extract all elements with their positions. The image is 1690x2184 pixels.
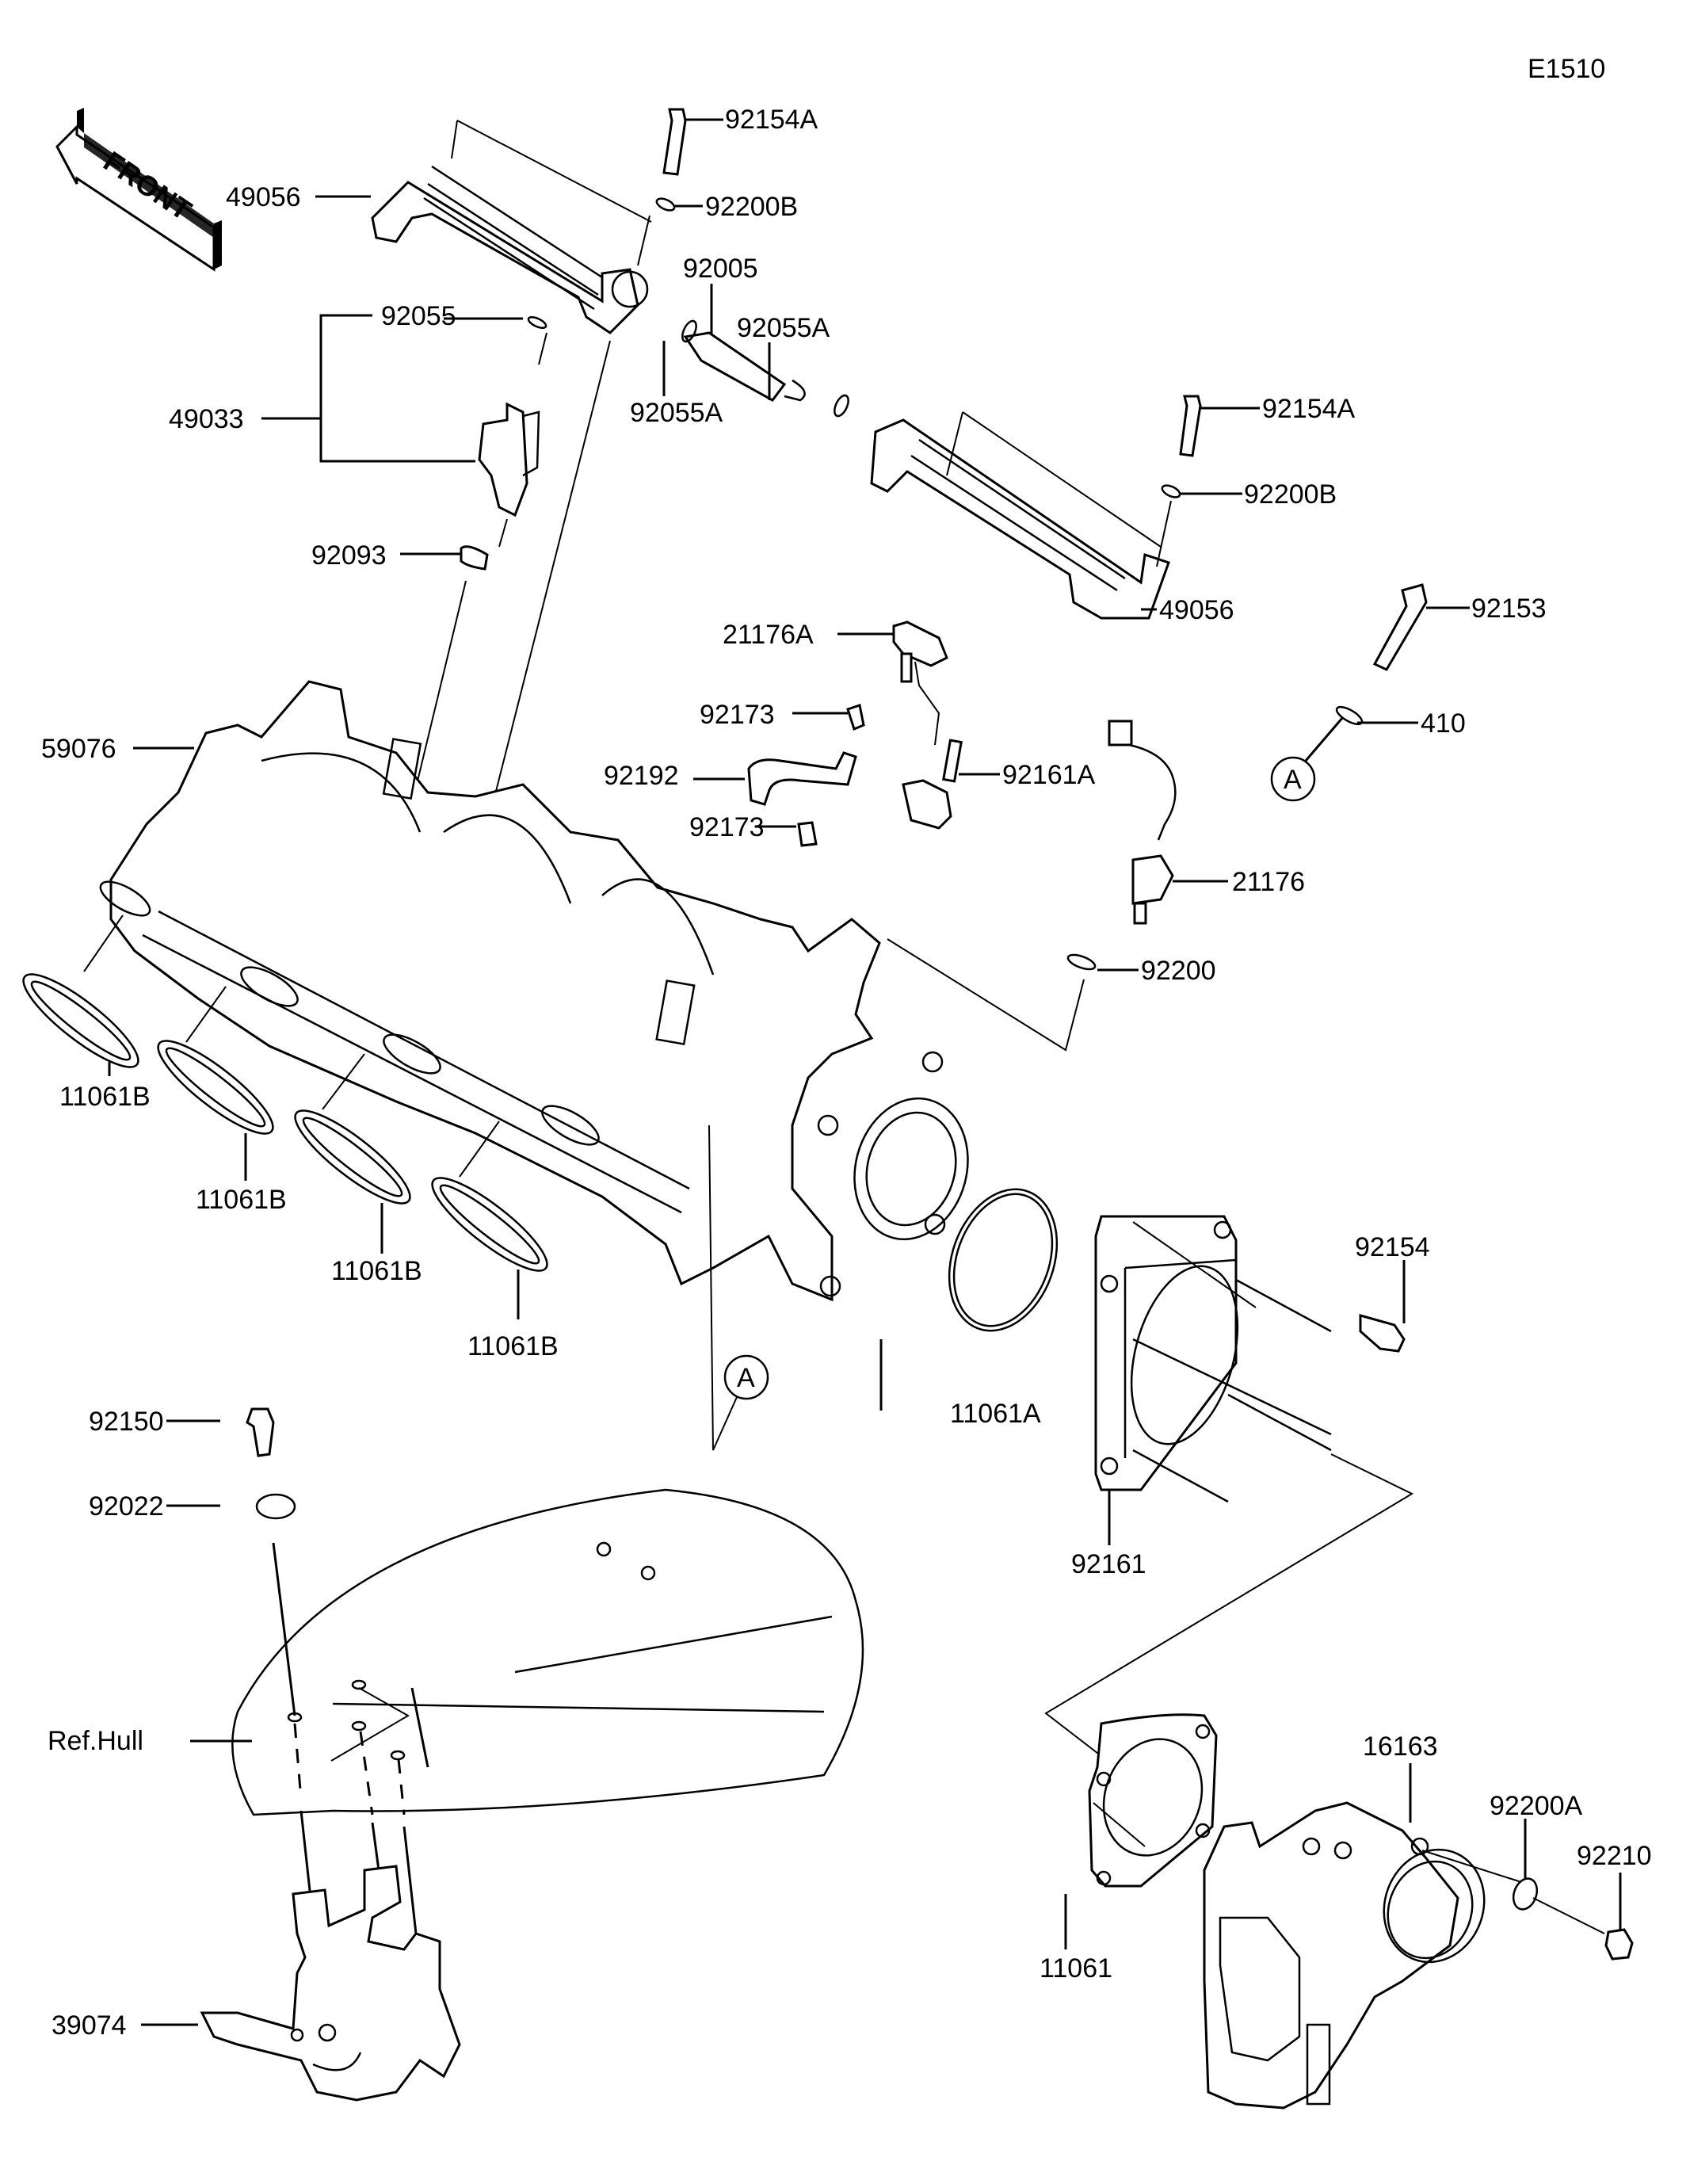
label-92161: 92161 bbox=[1071, 1549, 1146, 1579]
label-ref-hull: Ref.Hull bbox=[48, 1726, 143, 1756]
washer-92200[interactable] bbox=[1066, 952, 1097, 972]
clamp-92173-lower[interactable] bbox=[797, 821, 818, 847]
label-92161A: 92161A bbox=[1002, 760, 1096, 790]
label-92154A-upper: 92154A bbox=[725, 105, 818, 135]
label-92055A-right: 92055A bbox=[737, 313, 830, 343]
joint-92005[interactable] bbox=[683, 331, 806, 402]
gasket-11061B-3[interactable] bbox=[284, 1098, 420, 1216]
label-49056-lower: 49056 bbox=[1159, 595, 1234, 625]
label-92200B-upper: 92200B bbox=[705, 192, 798, 222]
label-92200: 92200 bbox=[1141, 956, 1216, 986]
gasket-11061B-2[interactable] bbox=[147, 1029, 283, 1147]
label-92173-upper: 92173 bbox=[700, 700, 775, 730]
bolt-92154A-upper[interactable] bbox=[662, 108, 687, 176]
label-11061A: 11061A bbox=[950, 1399, 1041, 1429]
label-92022: 92022 bbox=[89, 1491, 164, 1522]
nut-92210[interactable] bbox=[1604, 1928, 1634, 1961]
injector-49033[interactable] bbox=[478, 402, 540, 517]
sensor-21176A[interactable] bbox=[892, 620, 948, 683]
reference-a-lower: A bbox=[737, 1363, 755, 1393]
label-92210: 92210 bbox=[1577, 1841, 1652, 1871]
label-21176A: 21176A bbox=[723, 620, 814, 650]
label-92154: 92154 bbox=[1355, 1232, 1430, 1262]
label-11061: 11061 bbox=[1040, 1953, 1112, 1984]
washer-92022[interactable] bbox=[255, 1493, 296, 1520]
label-16163: 16163 bbox=[1363, 1732, 1438, 1762]
label-92055: 92055 bbox=[381, 301, 456, 331]
label-92200A: 92200A bbox=[1490, 1791, 1583, 1821]
label-92154A-lower: 92154A bbox=[1262, 394, 1356, 424]
oring-92055A-left[interactable] bbox=[680, 319, 700, 343]
collar-92200B-upper[interactable] bbox=[655, 196, 677, 212]
gasket-11061B-4[interactable] bbox=[422, 1166, 557, 1284]
label-92005: 92005 bbox=[683, 254, 758, 284]
intake-manifold-59076[interactable] bbox=[96, 680, 983, 1302]
label-11061B-1: 11061B bbox=[59, 1082, 151, 1112]
stud-92161A[interactable] bbox=[902, 739, 963, 830]
clamp-92173-upper[interactable] bbox=[846, 704, 865, 731]
label-92192: 92192 bbox=[604, 761, 679, 791]
sensor-39074[interactable] bbox=[200, 1865, 461, 2102]
sensor-21176[interactable] bbox=[1108, 720, 1177, 925]
label-59076: 59076 bbox=[41, 734, 116, 764]
hull-reference bbox=[231, 1488, 864, 1816]
label-11061B-4: 11061B bbox=[467, 1331, 559, 1361]
label-11061B-3: 11061B bbox=[331, 1256, 422, 1286]
label-49056-upper: 49056 bbox=[226, 182, 301, 212]
label-11061B-2: 11061B bbox=[196, 1185, 287, 1215]
label-39074: 39074 bbox=[52, 2010, 127, 2041]
gasket-11061B-1[interactable] bbox=[13, 962, 148, 1080]
label-49033: 49033 bbox=[169, 404, 244, 434]
flange-plate-92161[interactable] bbox=[1094, 1215, 1332, 1503]
reference-a-upper: A bbox=[1284, 765, 1302, 795]
fuel-rail-lower[interactable] bbox=[870, 418, 1170, 620]
throttle-body-16163[interactable] bbox=[1203, 1801, 1500, 2110]
washer-92200A[interactable] bbox=[1509, 1875, 1541, 1912]
collar-92200B-lower[interactable] bbox=[1161, 483, 1182, 499]
label-410: 410 bbox=[1421, 708, 1466, 739]
bolt-92154[interactable] bbox=[1359, 1314, 1406, 1353]
fuel-rail-upper[interactable] bbox=[371, 165, 649, 334]
gasket-11061[interactable] bbox=[1088, 1713, 1218, 1888]
label-21176: 21176 bbox=[1232, 867, 1305, 897]
label-92093: 92093 bbox=[311, 540, 387, 571]
oring-92055A-right[interactable] bbox=[832, 393, 852, 418]
hose-92192[interactable] bbox=[747, 751, 857, 806]
reference-circle-a-lower bbox=[723, 1354, 769, 1400]
bolt-92150[interactable] bbox=[246, 1407, 275, 1457]
label-92173-lower: 92173 bbox=[689, 812, 765, 842]
label-92055A-left: 92055A bbox=[630, 398, 723, 428]
bolt-92153[interactable] bbox=[1372, 583, 1428, 671]
oring-11061A[interactable] bbox=[930, 1174, 1075, 1346]
cushion-92093[interactable] bbox=[460, 545, 489, 571]
diagram-code: E1510 bbox=[1528, 54, 1605, 84]
label-92200B-lower: 92200B bbox=[1244, 479, 1337, 510]
reference-circle-a-upper bbox=[1270, 756, 1316, 802]
front-arrow-icon: FRONT bbox=[55, 108, 222, 272]
label-92153: 92153 bbox=[1471, 594, 1547, 624]
oring-92055[interactable] bbox=[527, 315, 547, 330]
label-92150: 92150 bbox=[89, 1407, 164, 1437]
bolt-92154A-lower[interactable] bbox=[1179, 395, 1202, 457]
